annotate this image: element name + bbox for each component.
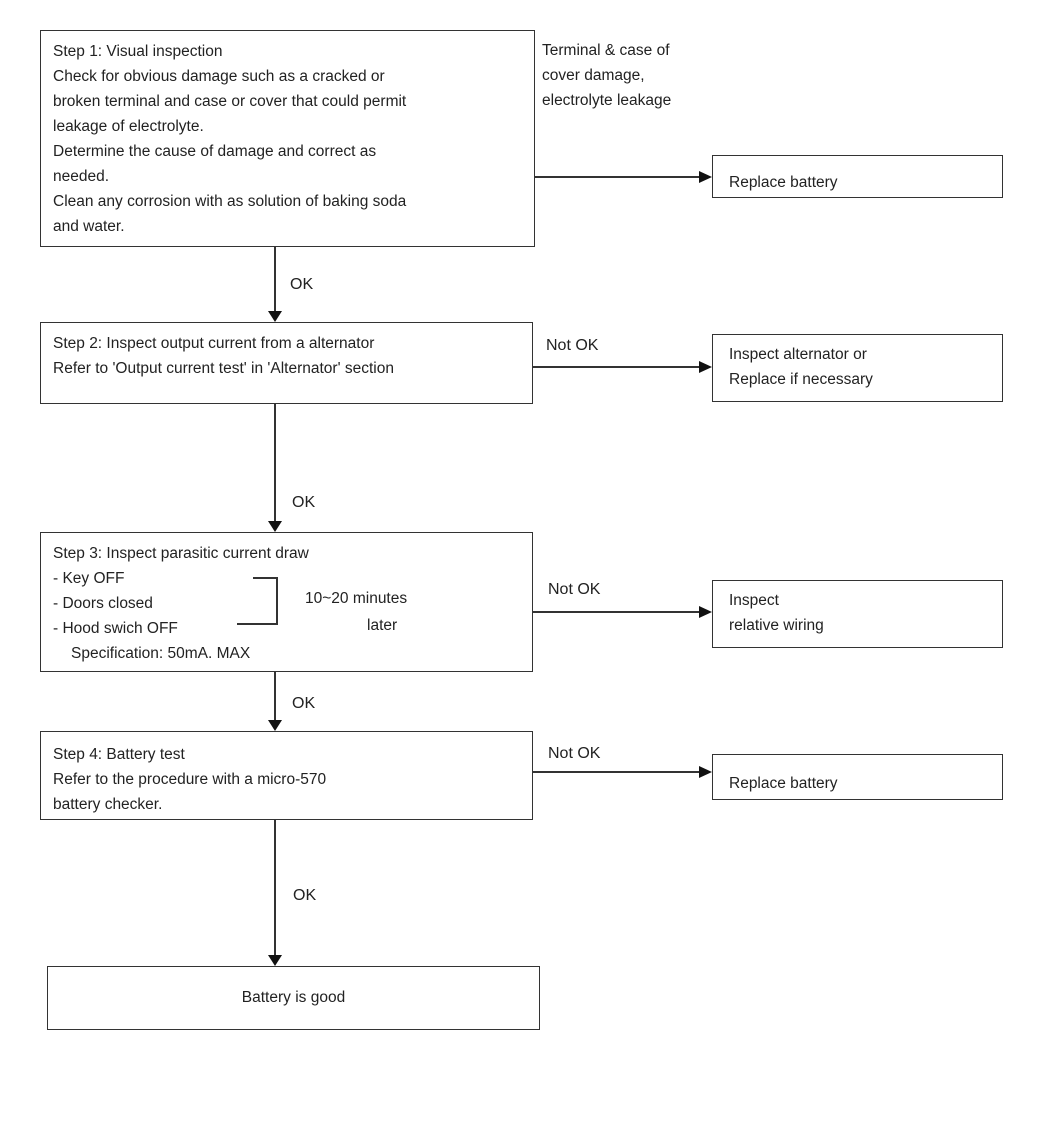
arrow-step2-to-inspect-alternator	[533, 366, 699, 368]
step3-item: - Hood swich OFF	[53, 620, 178, 637]
step1-text-line: needed.	[53, 168, 110, 185]
replace-battery-label: Replace battery	[729, 174, 838, 191]
step4-node: Step 4: Battery test Refer to the proced…	[40, 731, 533, 820]
step2-text-line: Refer to 'Output current test' in 'Alter…	[53, 360, 394, 377]
replace-battery-label: Replace battery	[729, 775, 838, 792]
arrowhead-right-icon	[699, 171, 712, 183]
step1-text-line: Determine the cause of damage and correc…	[53, 143, 377, 160]
inspect-wiring-node: Inspect relative wiring	[712, 580, 1003, 648]
arrowhead-right-icon	[699, 606, 712, 618]
arrowhead-right-icon	[699, 766, 712, 778]
step1-text-line: Check for obvious damage such as a crack…	[53, 68, 385, 85]
edge-label-not-ok-1: Not OK	[546, 337, 599, 354]
inspect-alternator-line: Replace if necessary	[729, 371, 873, 388]
step4-text-line: Refer to the procedure with a micro-570	[53, 771, 327, 788]
step1-text-line: Clean any corrosion with as solution of …	[53, 193, 407, 210]
arrowhead-down-icon	[268, 311, 282, 322]
arrow-step1-to-replace-battery	[535, 176, 699, 178]
inspect-wiring-line: relative wiring	[729, 617, 824, 634]
replace-battery-node-1: Replace battery	[712, 155, 1003, 198]
step3-title: Step 3: Inspect parasitic current draw	[53, 545, 309, 562]
inspect-alternator-node: Inspect alternator or Replace if necessa…	[712, 334, 1003, 402]
step3-wait-note-line: 10~20 minutes	[305, 590, 408, 607]
result-node: Battery is good	[47, 966, 540, 1030]
step2-text-line: Step 2: Inspect output current from a al…	[53, 335, 375, 352]
step1-text-line: Step 1: Visual inspection	[53, 43, 223, 60]
step4-text-line: Step 4: Battery test	[53, 746, 185, 763]
step3-item: - Key OFF	[53, 570, 125, 587]
terminal-damage-note-line: Terminal & case of	[542, 42, 670, 59]
step3-wait-note: 10~20 minutes later	[305, 585, 437, 639]
step2-node: Step 2: Inspect output current from a al…	[40, 322, 533, 404]
result-label: Battery is good	[241, 989, 346, 1006]
terminal-damage-note-line: electrolyte leakage	[542, 92, 672, 109]
step3-specification: Specification: 50mA. MAX	[71, 645, 251, 662]
arrow-step1-to-step2	[274, 247, 276, 311]
step1-text-line: and water.	[53, 218, 125, 235]
step1-node: Step 1: Visual inspection Check for obvi…	[40, 30, 535, 247]
arrowhead-down-icon	[268, 521, 282, 532]
arrowhead-down-icon	[268, 720, 282, 731]
arrowhead-down-icon	[268, 955, 282, 966]
bracket-top-tick	[253, 577, 278, 579]
arrow-step2-to-step3	[274, 404, 276, 521]
arrow-step4-to-result	[274, 820, 276, 955]
inspect-alternator-line: Inspect alternator or	[729, 346, 867, 363]
arrow-step3-to-step4	[274, 672, 276, 720]
arrow-step4-to-replace-battery	[533, 771, 699, 773]
inspect-wiring-line: Inspect	[729, 592, 779, 609]
bracket-bottom-tick	[237, 623, 278, 625]
step3-wait-note-line: later	[367, 617, 398, 634]
edge-label-ok-1: OK	[290, 276, 314, 293]
edge-label-ok-4: OK	[293, 887, 317, 904]
edge-label-not-ok-2: Not OK	[548, 581, 601, 598]
step1-text-line: leakage of electrolyte.	[53, 118, 204, 135]
edge-label-ok-3: OK	[292, 695, 316, 712]
arrowhead-right-icon	[699, 361, 712, 373]
arrow-step3-to-inspect-wiring	[533, 611, 699, 613]
step1-text-line: broken terminal and case or cover that c…	[53, 93, 407, 110]
edge-label-ok-2: OK	[292, 494, 316, 511]
step3-node: Step 3: Inspect parasitic current draw -…	[40, 532, 533, 672]
edge-label-not-ok-3: Not OK	[548, 745, 601, 762]
bracket-vertical	[276, 577, 278, 625]
terminal-damage-note: Terminal & case of cover damage, electro…	[542, 38, 762, 113]
replace-battery-node-2: Replace battery	[712, 754, 1003, 800]
step3-item: - Doors closed	[53, 595, 153, 612]
terminal-damage-note-line: cover damage,	[542, 67, 645, 84]
step4-text-line: battery checker.	[53, 796, 163, 813]
